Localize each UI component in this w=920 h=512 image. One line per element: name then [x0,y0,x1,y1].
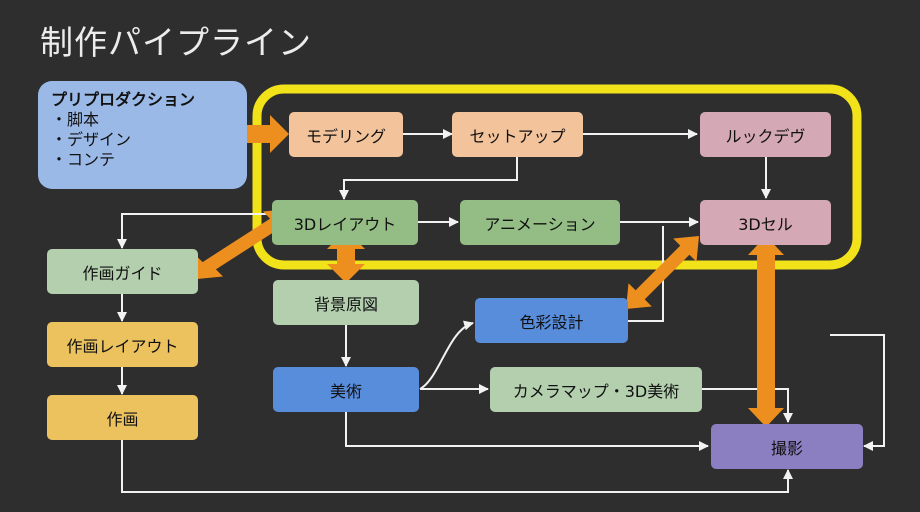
node-sakuga: 作画 [47,395,198,440]
node-sakuga-guide: 作画ガイド [47,249,198,294]
node-setup: セットアップ [452,112,583,157]
arrow-pre-to-guide [117,213,272,249]
node-color-design: 色彩設計 [475,298,628,343]
arrow-camera-map-to-compositing [702,388,793,423]
node-animation: アニメーション [460,200,620,245]
arrow-sakuga-to-compositing [121,440,793,493]
arrow-setup-to-layout3d [339,157,518,200]
node-background-original: 背景原図 [273,280,419,325]
double-arrow-cel3d-compositing [748,236,784,427]
node-lookdev: ルックデヴ [700,112,831,157]
node-sakuga-layout: 作画レイアウト [47,322,198,367]
node-3d-layout: 3Dレイアウト [272,200,418,245]
preproduction-item-script: ・脚本 [51,110,100,129]
preproduction-box: プリプロダクション ・脚本 ・デザイン ・コンテ [38,81,247,189]
node-art: 美術 [273,367,419,412]
preproduction-item-design: ・デザイン [51,130,132,149]
preproduction-heading: プリプロダクション [51,90,196,109]
double-arrow-color-cel3d [626,236,699,309]
3d-section-frame [252,84,862,270]
node-3d-cel: 3Dセル [700,200,831,245]
page-title: 制作パイプライン [40,23,312,62]
node-camera-map-3d-art: カメラマップ・3D美術 [490,367,702,412]
node-modeling: モデリング [289,112,403,157]
double-arrow-guide-layout3d [195,209,291,279]
node-compositing: 撮影 [711,424,863,469]
arrow-art-to-compositing [345,412,709,451]
arrow-art-to-color [419,320,474,390]
arrow-cel3d-to-compositing [830,334,885,451]
line-color-to-animation [628,226,664,322]
preproduction-item-storyboard: ・コンテ [51,150,116,169]
